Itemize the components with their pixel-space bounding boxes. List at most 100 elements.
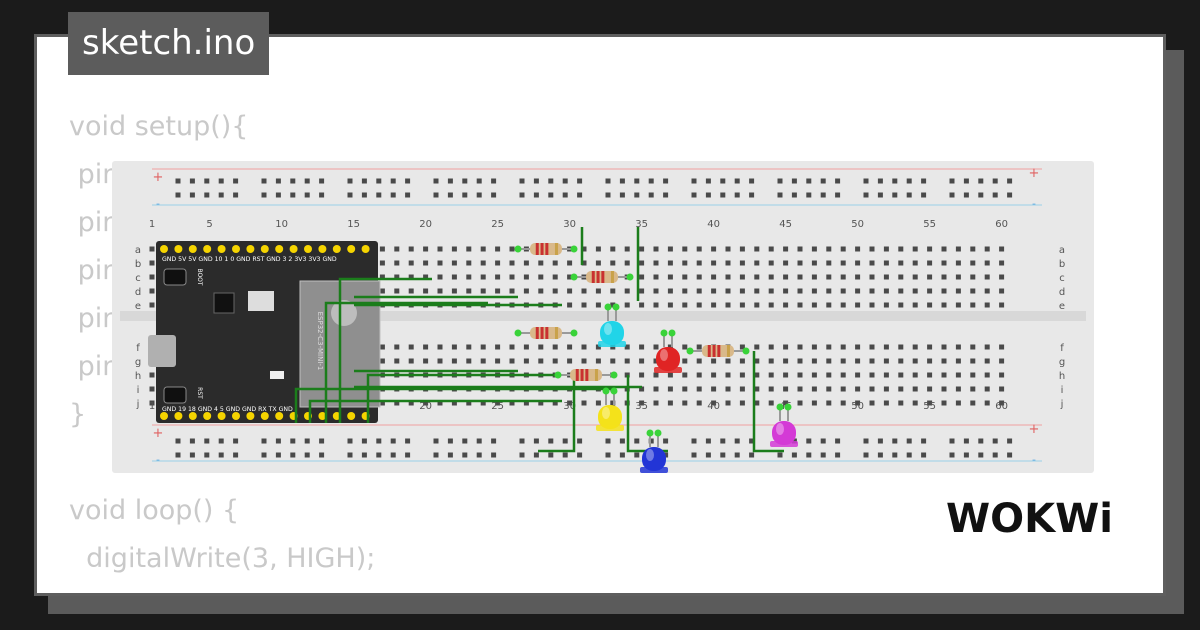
rail-hole bbox=[863, 452, 869, 458]
resistor-band bbox=[545, 243, 549, 255]
terminal-hole bbox=[149, 288, 155, 294]
rail-hole bbox=[290, 452, 296, 458]
rail-hole bbox=[261, 192, 267, 198]
terminal-hole bbox=[624, 302, 630, 308]
terminal-hole bbox=[927, 288, 933, 294]
terminal-hole bbox=[595, 344, 601, 350]
rail-hole bbox=[978, 452, 984, 458]
terminal-hole bbox=[379, 358, 385, 364]
terminal-hole bbox=[682, 260, 688, 266]
wire bbox=[308, 399, 562, 423]
connection-dot bbox=[604, 303, 612, 311]
terminal-hole bbox=[480, 288, 486, 294]
terminal-hole bbox=[437, 246, 443, 252]
terminal-hole bbox=[495, 400, 501, 406]
terminal-hole bbox=[653, 358, 659, 364]
rail-hole bbox=[462, 452, 468, 458]
rail-hole bbox=[233, 452, 239, 458]
connection-dot bbox=[612, 303, 620, 311]
row-letter: e bbox=[1059, 301, 1065, 312]
terminal-hole bbox=[883, 372, 889, 378]
terminal-hole bbox=[480, 358, 486, 364]
terminal-hole bbox=[696, 372, 702, 378]
rail-hole bbox=[734, 452, 740, 458]
terminal-hole bbox=[711, 288, 717, 294]
terminal-hole bbox=[970, 386, 976, 392]
rail-hole bbox=[691, 178, 697, 184]
terminal-hole bbox=[826, 400, 832, 406]
terminal-hole bbox=[754, 260, 760, 266]
terminal-hole bbox=[739, 246, 745, 252]
column-number: 25 bbox=[491, 401, 504, 412]
terminal-hole bbox=[437, 344, 443, 350]
board-top-pin-labels: GND 5V 5V GND 10 1 0 GND RST GND 3 2 3V3… bbox=[162, 256, 337, 263]
rail-hole bbox=[390, 178, 396, 184]
terminal-hole bbox=[941, 274, 947, 280]
rail-hole bbox=[835, 192, 841, 198]
terminal-hole bbox=[999, 372, 1005, 378]
rail-hole bbox=[390, 192, 396, 198]
rail-hole bbox=[705, 438, 711, 444]
row-letter: i bbox=[137, 385, 140, 396]
terminal-hole bbox=[754, 400, 760, 406]
terminal-hole bbox=[451, 274, 457, 280]
terminal-hole bbox=[682, 372, 688, 378]
wire bbox=[294, 387, 612, 423]
terminal-hole bbox=[855, 260, 861, 266]
rail-hole bbox=[963, 192, 969, 198]
terminal-hole bbox=[667, 260, 673, 266]
connection-dot bbox=[570, 329, 578, 337]
resistor bbox=[554, 369, 618, 381]
terminal-hole bbox=[955, 344, 961, 350]
column-number: 40 bbox=[707, 401, 720, 412]
rail-hole bbox=[519, 192, 525, 198]
terminal-hole bbox=[595, 260, 601, 266]
terminal-hole bbox=[725, 372, 731, 378]
rail-hole bbox=[519, 452, 525, 458]
terminal-hole bbox=[898, 358, 904, 364]
terminal-hole bbox=[941, 372, 947, 378]
rail-hole bbox=[634, 178, 640, 184]
terminal-hole bbox=[970, 274, 976, 280]
terminal-hole bbox=[768, 372, 774, 378]
terminal-hole bbox=[927, 372, 933, 378]
terminal-hole bbox=[811, 386, 817, 392]
terminal-hole bbox=[797, 372, 803, 378]
terminal-hole bbox=[826, 372, 832, 378]
regulator bbox=[248, 291, 274, 311]
terminal-hole bbox=[883, 386, 889, 392]
terminal-hole bbox=[783, 372, 789, 378]
file-tab[interactable]: sketch.ino bbox=[68, 12, 270, 75]
code-line: } bbox=[69, 399, 87, 430]
terminal-hole bbox=[538, 344, 544, 350]
terminal-hole bbox=[653, 372, 659, 378]
terminal-hole bbox=[912, 386, 918, 392]
terminal-hole bbox=[423, 358, 429, 364]
terminal-hole bbox=[495, 358, 501, 364]
row-letter: j bbox=[1060, 399, 1064, 410]
terminal-hole bbox=[379, 400, 385, 406]
terminal-hole bbox=[567, 302, 573, 308]
terminal-hole bbox=[970, 302, 976, 308]
terminal-hole bbox=[394, 260, 400, 266]
terminal-hole bbox=[509, 344, 515, 350]
rail-hole bbox=[648, 438, 654, 444]
terminal-hole bbox=[595, 246, 601, 252]
terminal-hole bbox=[739, 302, 745, 308]
resistor bbox=[570, 271, 634, 283]
board-pin bbox=[289, 245, 298, 253]
row-letter: f bbox=[136, 343, 140, 354]
terminal-hole bbox=[898, 344, 904, 350]
rail-hole bbox=[691, 438, 697, 444]
terminal-hole bbox=[423, 344, 429, 350]
rail-hole bbox=[791, 178, 797, 184]
terminal-hole bbox=[538, 358, 544, 364]
terminal-hole bbox=[927, 260, 933, 266]
terminal-hole bbox=[898, 372, 904, 378]
terminal-hole bbox=[725, 246, 731, 252]
wire bbox=[324, 301, 488, 423]
terminal-hole bbox=[466, 358, 472, 364]
wokwi-logo: WOKWi bbox=[946, 496, 1113, 542]
terminal-hole bbox=[811, 260, 817, 266]
terminal-hole bbox=[826, 302, 832, 308]
